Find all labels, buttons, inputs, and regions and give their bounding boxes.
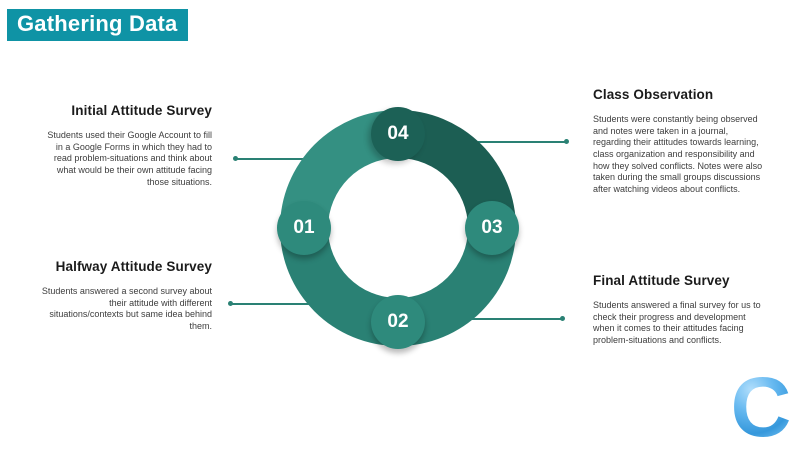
block-halfway-attitude-survey: Halfway Attitude Survey Students answere… (12, 259, 212, 333)
halfway-survey-heading: Halfway Attitude Survey (55, 259, 212, 274)
halfway-survey-body: Students answered a second survey about … (41, 286, 212, 332)
watercolor-c-logo: C (730, 360, 792, 454)
connector-class-observation (478, 139, 569, 144)
step-number-04: 04 (387, 123, 409, 144)
class-observation-heading: Class Observation (593, 87, 714, 102)
step-node-02: 02 (371, 295, 425, 349)
initial-survey-heading: Initial Attitude Survey (71, 103, 212, 118)
connector-halfway-survey (228, 301, 311, 306)
step-node-01: 01 (277, 201, 331, 255)
step-node-03: 03 (465, 201, 519, 255)
connector-initial-survey (233, 156, 306, 161)
block-class-observation: Class Observation Students were constant… (593, 87, 798, 196)
connector-final-survey (472, 316, 565, 321)
step-number-02: 02 (387, 311, 409, 332)
step-number-01: 01 (293, 217, 315, 238)
cycle-ring-hole (328, 158, 468, 298)
slide-title: Gathering Data (7, 9, 188, 41)
step-number-03: 03 (481, 217, 503, 238)
block-final-attitude-survey: Final Attitude Survey Students answered … (593, 273, 798, 347)
initial-survey-body: Students used their Google Account to fi… (47, 130, 212, 187)
final-survey-body: Students answered a final survey for us … (593, 300, 761, 346)
block-initial-attitude-survey: Initial Attitude Survey Students used th… (12, 103, 212, 188)
step-node-04: 04 (371, 107, 425, 161)
class-observation-body: Students were constantly being observed … (593, 114, 763, 195)
final-survey-heading: Final Attitude Survey (593, 273, 730, 288)
